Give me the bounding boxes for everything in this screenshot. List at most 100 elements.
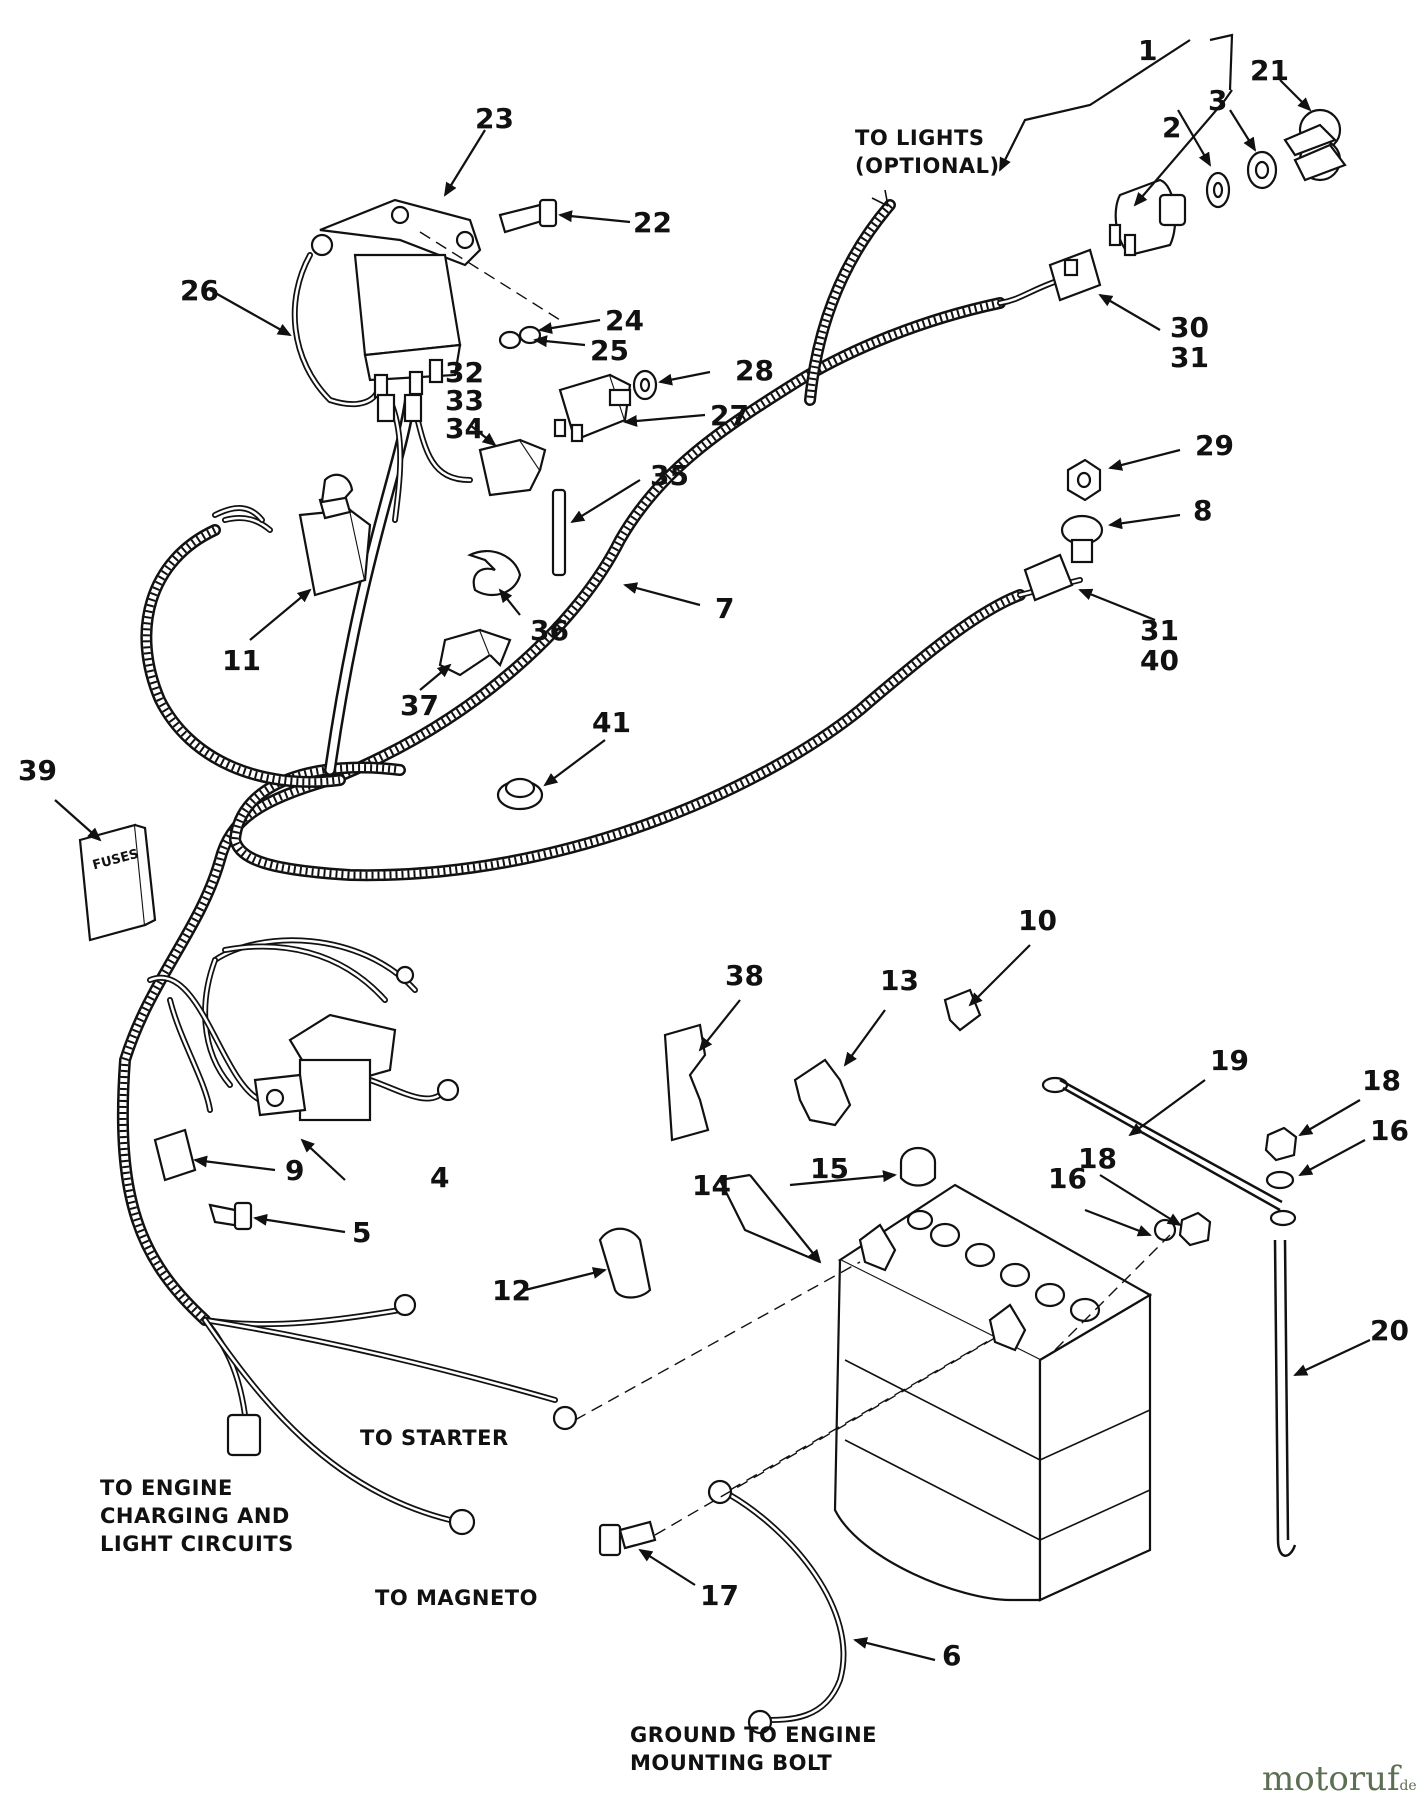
callout-1: 1 (1138, 34, 1157, 67)
callout-28: 28 (735, 354, 774, 387)
clip-13 (793, 1058, 852, 1127)
clip-38 (663, 1023, 710, 1142)
callout-24: 24 (605, 304, 644, 337)
note-ground-2: MOUNTING BOLT (630, 1751, 832, 1775)
dashed-leaders (574, 1234, 1171, 1536)
callout-5: 5 (352, 1216, 371, 1249)
regulator-23 (319, 198, 561, 399)
hold-down-nuts (1153, 1126, 1298, 1247)
callout-20: 20 (1370, 1314, 1409, 1347)
callout-25: 25 (590, 334, 629, 367)
callout-41: 41 (592, 706, 631, 739)
callout-10: 10 (1018, 904, 1057, 937)
note-optional: (OPTIONAL) (855, 154, 1000, 178)
screw-22 (498, 198, 558, 234)
callout-33: 33 (445, 384, 484, 417)
note-ground-1: GROUND TO ENGINE (630, 1723, 877, 1747)
vent-cap-15 (899, 1146, 937, 1187)
watermark: motoruf .de (1262, 1759, 1417, 1799)
callout-29: 29 (1195, 429, 1234, 462)
bolt-5 (208, 1201, 253, 1231)
key-21 (1283, 108, 1347, 182)
callout-12: 12 (492, 1274, 531, 1307)
bracket-37 (438, 628, 512, 677)
lights-branch-harness (804, 189, 896, 406)
callout-30: 30 (1170, 311, 1209, 344)
hold-down-bar-19 (1041, 1076, 1297, 1227)
grommet-41 (496, 777, 544, 811)
callout-16b: 16 (1048, 1162, 1087, 1195)
nut-3 (1246, 150, 1278, 190)
callout-38: 38 (725, 959, 764, 992)
watermark-main: motoruf (1262, 1759, 1402, 1799)
callout-19: 19 (1210, 1044, 1249, 1077)
callout-16a: 16 (1370, 1114, 1409, 1147)
nut-29 (1066, 458, 1102, 502)
washer-28 (632, 369, 658, 401)
washer-2 (1205, 171, 1231, 209)
callout-40: 40 (1140, 644, 1179, 677)
solenoid-4 (253, 965, 460, 1122)
callout-14: 14 (692, 1169, 731, 1202)
callout-32: 32 (445, 356, 484, 389)
callout-34: 34 (445, 412, 484, 445)
callout-22: 22 (633, 206, 672, 239)
callout-3: 3 (1208, 84, 1227, 117)
callout-31a: 31 (1170, 341, 1209, 374)
note-to-starter: TO STARTER (360, 1426, 509, 1450)
strip-35 (551, 488, 567, 577)
battery-14 (833, 1183, 1153, 1602)
callout-18a: 18 (1362, 1064, 1401, 1097)
center-harness (324, 394, 416, 776)
callout-2: 2 (1162, 111, 1181, 144)
callout-36: 36 (530, 614, 569, 647)
switch-11 (298, 473, 372, 597)
callout-18b: 18 (1078, 1142, 1117, 1175)
nut-24-25 (498, 325, 542, 350)
note-to-lights: TO LIGHTS (855, 126, 984, 150)
boot-9 (153, 1128, 197, 1182)
callout-11: 11 (222, 644, 261, 677)
callout-9: 9 (285, 1154, 304, 1187)
callout-27: 27 (710, 399, 749, 432)
watermark-suffix: .de (1395, 1778, 1417, 1794)
callout-26: 26 (180, 274, 219, 307)
note-to-engine-2: CHARGING AND (100, 1504, 290, 1528)
switch-27 (553, 373, 632, 443)
callout-23: 23 (475, 102, 514, 135)
bolt-17 (598, 1520, 657, 1557)
callout-31b: 31 (1140, 614, 1179, 647)
ignition-switch-1 (1108, 178, 1187, 257)
wires (147, 252, 1083, 1723)
cable-lugs (226, 1293, 773, 1735)
sender-8 (1060, 514, 1104, 564)
left-loop-harness (140, 524, 346, 788)
clip-36 (467, 550, 522, 597)
note-to-magneto: TO MAGNETO (375, 1586, 538, 1610)
note-to-engine-3: LIGHT CIRCUITS (100, 1532, 294, 1556)
lower-harness-branch (228, 589, 1026, 882)
callout-39: 39 (18, 754, 57, 787)
rod-20 (1273, 1239, 1297, 1557)
clip-10 (943, 988, 982, 1032)
connector-32-34 (478, 438, 547, 497)
connector-30-31 (1048, 248, 1102, 302)
connector-31-40 (1023, 553, 1074, 602)
callout-37: 37 (400, 689, 439, 722)
callout-35: 35 (650, 459, 689, 492)
callout-arrows (54, 33, 1371, 1662)
callout-6: 6 (942, 1639, 961, 1672)
callout-7: 7 (715, 592, 734, 625)
fuse-pack-39: FUSES (78, 823, 157, 942)
boot-12 (598, 1227, 652, 1299)
callout-numbers: 1 21 3 2 23 22 26 24 25 28 27 32 33 34 3… (18, 34, 1409, 1672)
callout-17: 17 (700, 1579, 739, 1612)
callout-8: 8 (1193, 494, 1212, 527)
ground-wire-26 (310, 233, 423, 423)
callout-13: 13 (880, 964, 919, 997)
callout-21: 21 (1250, 54, 1289, 87)
note-to-engine-1: TO ENGINE (100, 1476, 233, 1500)
callout-4: 4 (430, 1161, 449, 1194)
destination-notes: TO LIGHTS (OPTIONAL) TO STARTER TO ENGIN… (100, 126, 1000, 1775)
